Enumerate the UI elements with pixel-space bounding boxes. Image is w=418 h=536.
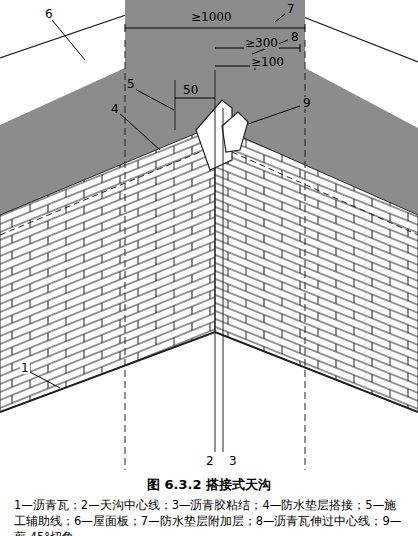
dimension-text: 50 bbox=[182, 84, 199, 96]
legend-item: 7—防水垫层附加层； bbox=[141, 514, 256, 528]
leader-lines bbox=[30, 14, 300, 388]
legend-item: 3—沥青胶粘结； bbox=[172, 498, 263, 512]
callout-number: 5 bbox=[126, 78, 136, 90]
dimension-text: ≥100 bbox=[250, 56, 285, 68]
callout-number: 2 bbox=[205, 455, 215, 467]
aux-line bbox=[175, 80, 176, 130]
dimension-lines bbox=[125, 24, 305, 98]
callout-number: 6 bbox=[44, 8, 54, 20]
legend-item: 6—屋面板； bbox=[74, 514, 141, 528]
dimension-text: ≥1000 bbox=[190, 11, 233, 23]
figure-caption: 图 6.3.2 搭接式天沟 bbox=[0, 476, 418, 494]
legend-item: 8—沥青瓦伸过中心线； bbox=[256, 514, 383, 528]
shingles-right bbox=[215, 130, 418, 412]
callout-number: 3 bbox=[228, 455, 238, 467]
shingles-left bbox=[0, 130, 215, 412]
callout-number: 8 bbox=[290, 31, 300, 43]
legend-item: 4—防水垫层搭接； bbox=[262, 498, 365, 512]
legend-item: 1—沥青瓦； bbox=[14, 498, 81, 512]
dimension-text: ≥300 bbox=[244, 37, 279, 49]
callout-number: 4 bbox=[110, 103, 120, 115]
legend-text: 1—沥青瓦；2—天沟中心线；3—沥青胶粘结；4—防水垫层搭接；5—施工辅助线；6… bbox=[14, 497, 406, 536]
callout-number: 9 bbox=[302, 97, 312, 109]
callout-number: 7 bbox=[286, 3, 296, 15]
cut-corner bbox=[222, 112, 248, 152]
aux-line bbox=[125, 40, 305, 470]
eave-line bbox=[0, 332, 418, 412]
centre-line bbox=[215, 70, 223, 452]
callout-number: 1 bbox=[20, 362, 30, 374]
legend-item: 2—天沟中心线； bbox=[81, 498, 172, 512]
